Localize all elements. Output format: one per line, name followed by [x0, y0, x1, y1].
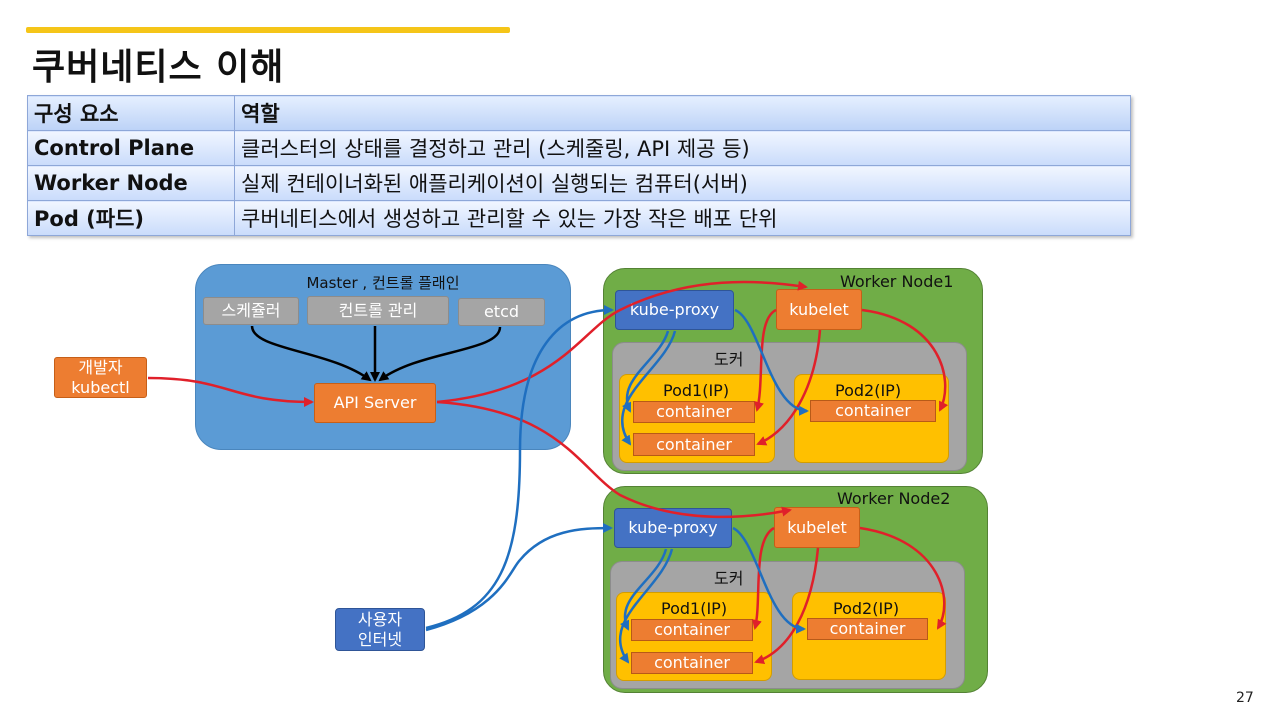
container-n1-p2-a: container: [810, 400, 936, 422]
kubelet-2: kubelet: [774, 507, 860, 548]
master-label: Master , 컨트롤 플래인: [306, 274, 460, 292]
container-n2-p1-b: container: [631, 652, 753, 674]
arrow-user-proxy1: [425, 305, 614, 630]
arrow-kubelet2-c1: [752, 526, 775, 630]
arrow-proxy2-c2: [619, 548, 674, 664]
table-cell: 클러스터의 상태를 결정하고 관리 (스케줄링, API 제공 등): [234, 130, 1131, 166]
arrow-proxy1-c1: [622, 330, 670, 413]
slide-title: 쿠버네티스 이해: [32, 47, 285, 88]
table-cell: Control Plane: [27, 130, 235, 166]
table-row: Control Plane 클러스터의 상태를 결정하고 관리 (스케줄링, A…: [27, 130, 1131, 166]
worker-node-1-label: Worker Node1: [840, 272, 954, 291]
arrow-scheduler-api: [250, 325, 372, 382]
arrow-kubelet1-c3: [861, 308, 949, 412]
arrow-proxy1-c2: [621, 330, 677, 446]
table-cell: 쿠버네티스에서 생성하고 관리할 수 있는 가장 작은 배포 단위: [234, 200, 1131, 236]
arrow-developer-api: [147, 376, 314, 407]
arrow-api-kubelet2: [436, 400, 792, 519]
table-header-cell: 구성 요소: [27, 95, 235, 131]
pod1-node1-label: Pod1(IP): [663, 381, 730, 400]
arrow-api-kubelet1: [436, 280, 808, 404]
title-accent-bar: [26, 27, 510, 33]
container-n1-p1-b: container: [633, 433, 755, 456]
kube-proxy-2: kube-proxy: [614, 508, 732, 548]
roles-table: 구성 요소 역할 Control Plane 클러스터의 상태를 결정하고 관리…: [27, 95, 1131, 236]
table-cell: Pod (파드): [27, 200, 235, 236]
internet-label: 인터넷: [357, 629, 403, 649]
arrow-user-proxy2: [425, 523, 613, 632]
page-number: 27: [1236, 690, 1254, 706]
docker-2-label: 도커: [714, 569, 744, 588]
container-n2-p1-a: container: [631, 619, 753, 641]
pod2-node2-label: Pod2(IP): [833, 599, 900, 618]
table-row: Pod (파드) 쿠버네티스에서 생성하고 관리할 수 있는 가장 작은 배포 …: [27, 200, 1131, 236]
worker-node-2-label: Worker Node2: [837, 489, 951, 508]
developer-label: 개발자: [78, 357, 123, 377]
arrow-kubelet1-c2: [756, 329, 822, 446]
arrow-kubelet2-c2: [754, 547, 820, 665]
arrow-kubelet1-c1: [754, 308, 777, 412]
container-n2-p2-a: container: [807, 618, 928, 640]
controller-manager-box: 컨트롤 관리: [307, 296, 449, 325]
kubectl-label: kubectl: [71, 377, 130, 397]
kube-proxy-1: kube-proxy: [615, 290, 734, 330]
api-server-box: API Server: [314, 383, 436, 423]
table-row: Worker Node 실제 컨테이너화된 애플리케이션이 실행되는 컴퓨터(서…: [27, 165, 1131, 201]
arrow-etcd-api: [378, 326, 502, 382]
arrow-proxy1-c3: [734, 308, 809, 416]
kubelet-1: kubelet: [776, 289, 862, 330]
pod1-node2-label: Pod1(IP): [661, 599, 728, 618]
container-n1-p1-a: container: [633, 401, 755, 423]
table-cell: 실제 컨테이너화된 애플리케이션이 실행되는 컴퓨터(서버): [234, 165, 1131, 201]
user-internet-box: 사용자 인터넷: [335, 608, 425, 651]
etcd-box: etcd: [458, 298, 545, 326]
arrow-kubelet2-c3: [859, 526, 947, 630]
developer-kubectl-box: 개발자 kubectl: [54, 357, 147, 398]
pod2-node1-label: Pod2(IP): [835, 381, 902, 400]
arrow-proxy2-c3: [732, 526, 806, 634]
user-label: 사용자: [357, 609, 403, 629]
scheduler-box: 스케쥴러: [203, 297, 299, 325]
arrow-proxy2-c1: [620, 548, 668, 631]
table-cell: Worker Node: [27, 165, 235, 201]
docker-1-label: 도커: [714, 350, 744, 369]
